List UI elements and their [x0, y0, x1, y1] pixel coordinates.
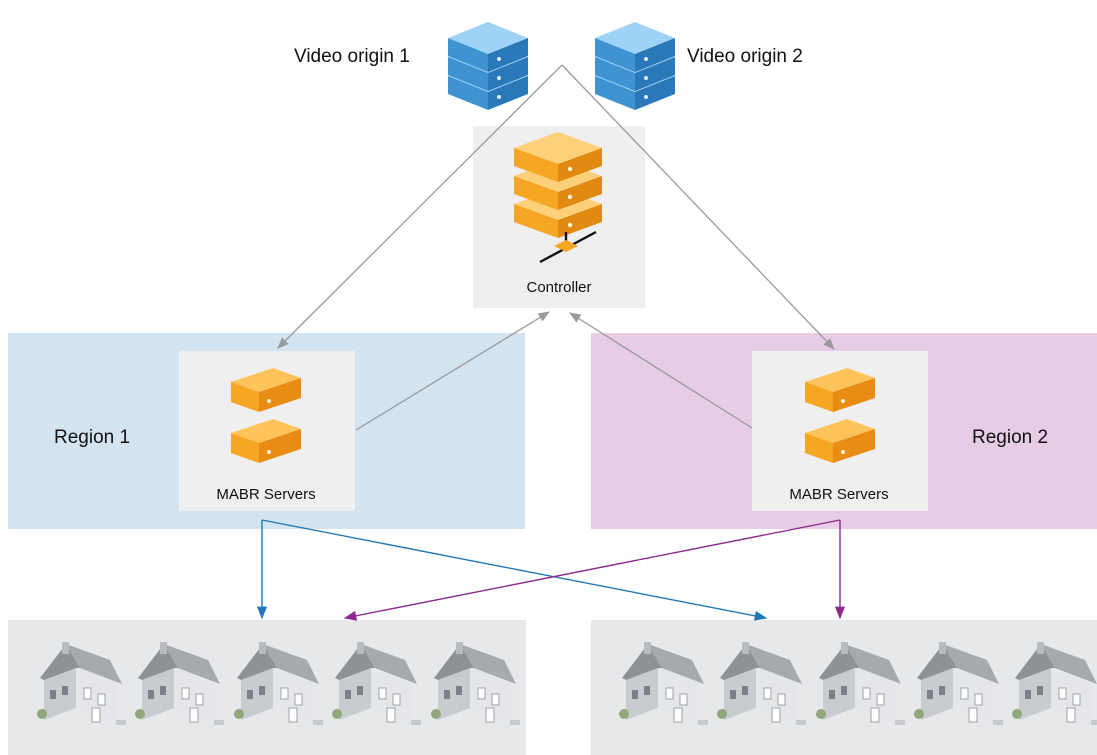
origin-connectors: [277, 64, 835, 431]
video-origin-2-label: Video origin 2: [687, 46, 803, 67]
region-2-servers-label: MABR Servers: [789, 486, 888, 503]
controller-server-icon: [514, 132, 602, 264]
region-1-to-home-group-2-connector: [261, 519, 768, 621]
origin-to-region-2-connector: [561, 64, 835, 350]
region-1-servers-label: MABR Servers: [216, 486, 315, 503]
region-2-to-home-group-1-connector: [343, 519, 841, 621]
controller-label: Controller: [526, 279, 591, 296]
region-1-label: Region 1: [54, 427, 130, 448]
video-origin-1-label: Video origin 1: [294, 46, 410, 67]
region-2-to-controller-connector: [569, 312, 753, 429]
region-2-delivery-connectors: [343, 519, 846, 621]
video-origin-2-icon: [595, 22, 675, 110]
region-1-to-controller-connector: [355, 311, 550, 431]
region-1-delivery-connectors: [256, 519, 768, 621]
video-origin-1-icon: [448, 22, 528, 110]
origin-to-region-1-connector: [277, 64, 563, 349]
region-2-label: Region 2: [972, 427, 1048, 448]
